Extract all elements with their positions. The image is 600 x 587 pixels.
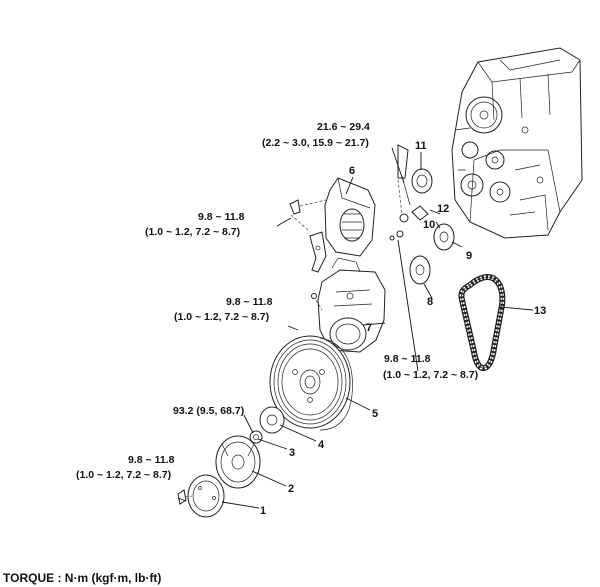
part-label-9: 9 — [466, 250, 472, 262]
sprocket-icon — [409, 223, 455, 285]
torque-labels: 21.6 ~ 29.4 (2.2 ~ 3.0, 15.9 ~ 21.7) 9.8… — [76, 121, 478, 481]
tensioner-icon — [389, 144, 433, 241]
torque-bottom-line2: (1.0 ~ 1.2, 7.2 ~ 8.7) — [76, 469, 171, 481]
part-number-labels: 6 11 12 10 9 8 13 7 5 4 3 2 1 — [260, 140, 546, 517]
torque-top-line2: (2.2 ~ 3.0, 15.9 ~ 21.7) — [262, 137, 369, 149]
torque-mid-line1: 9.8 ~ 11.8 — [226, 296, 273, 308]
torque-cover-line2: (1.0 ~ 1.2, 7.2 ~ 8.7) — [145, 226, 240, 238]
part-label-3: 3 — [289, 447, 295, 459]
timing-cover-icon — [289, 177, 376, 273]
part-label-10: 10 — [423, 219, 435, 231]
part-label-1: 1 — [260, 505, 266, 517]
crank-flange-icon — [177, 435, 261, 518]
leader-lines — [177, 147, 534, 509]
part-label-7: 7 — [366, 322, 372, 334]
torque-right-line2: (1.0 ~ 1.2, 7.2 ~ 8.7) — [383, 369, 478, 381]
part-label-8: 8 — [427, 296, 433, 308]
torque-top-line1: 21.6 ~ 29.4 — [317, 121, 370, 133]
torque-bottom-line1: 9.8 ~ 11.8 — [128, 454, 175, 466]
part-label-6: 6 — [349, 165, 355, 177]
part-label-5: 5 — [372, 408, 378, 420]
torque-mid-line2: (1.0 ~ 1.2, 7.2 ~ 8.7) — [174, 311, 269, 323]
torque-cover-line1: 9.8 ~ 11.8 — [198, 211, 245, 223]
torque-crank: 93.2 (9.5, 68.7) — [173, 405, 244, 417]
crank-washer-icon — [249, 406, 285, 444]
timing-belt-icon — [458, 274, 506, 371]
torque-units-footer: TORQUE : N·m (kgf·m, lb·ft) — [3, 571, 161, 585]
part-label-2: 2 — [288, 483, 294, 495]
timing-cover-lower-icon — [311, 257, 386, 353]
crankshaft-pulley-icon — [269, 335, 353, 431]
part-label-12: 12 — [437, 203, 449, 215]
part-label-4: 4 — [318, 439, 325, 451]
part-label-11: 11 — [415, 140, 427, 152]
part-label-13: 13 — [534, 305, 546, 317]
torque-right-line1: 9.8 ~ 11.8 — [384, 353, 431, 365]
engine-block-icon — [451, 47, 583, 239]
